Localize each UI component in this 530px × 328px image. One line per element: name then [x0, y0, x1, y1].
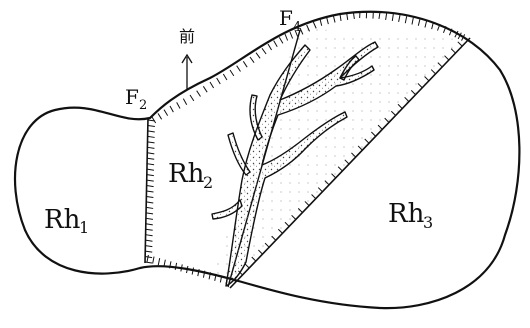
hatch-mark	[146, 224, 153, 225]
hatch-mark	[243, 61, 247, 67]
hatch-mark	[146, 207, 153, 208]
svg-text:Rh: Rh	[388, 199, 425, 229]
hatch-mark	[190, 95, 194, 101]
hatch-mark	[147, 180, 154, 181]
hatch-mark	[145, 257, 152, 258]
hatch-mark	[340, 14, 341, 21]
hatch-mark	[418, 19, 420, 26]
hatch-mark	[148, 125, 155, 126]
hatch-mark	[147, 147, 154, 148]
hatch-mark	[217, 78, 221, 84]
svg-text:2: 2	[203, 173, 213, 192]
label-f2: F 2	[125, 85, 147, 113]
label-rh1: Rh 1	[44, 205, 89, 237]
hatch-mark	[285, 34, 288, 40]
anterior-label: 前	[179, 27, 195, 46]
hatch-mark	[153, 257, 154, 264]
hatch-mark	[386, 13, 387, 20]
hatch-mark	[187, 266, 188, 273]
svg-text:3: 3	[423, 213, 433, 232]
hatch-mark	[237, 66, 241, 72]
hatch-mark	[146, 213, 153, 214]
hatch-mark	[175, 263, 176, 270]
hatch-mark	[147, 175, 154, 176]
hatch-mark	[145, 240, 152, 241]
svg-text:Rh: Rh	[168, 159, 205, 189]
hatch-mark	[327, 17, 329, 24]
svg-text:Rh: Rh	[44, 205, 81, 235]
hatch-mark	[262, 48, 266, 54]
hatch-mark	[181, 264, 182, 271]
hatch-mark	[197, 91, 201, 97]
hatch-mark	[177, 102, 180, 108]
hatch-mark	[392, 14, 393, 21]
hatch-mark	[210, 82, 214, 88]
hatch-mark	[256, 53, 260, 59]
hatch-mark	[279, 37, 283, 43]
hatch-mark	[146, 202, 153, 203]
hatch-mark	[250, 57, 254, 63]
hatch-mark	[145, 246, 152, 247]
hatch-mark	[148, 136, 155, 137]
hatch-mark	[170, 106, 173, 112]
anterior-arrow	[182, 55, 192, 90]
hatch-mark	[147, 191, 154, 192]
hatch-mark	[412, 18, 413, 25]
hatch-mark	[158, 258, 159, 265]
label-rh2: Rh 2	[168, 159, 213, 192]
hatch-mark	[333, 16, 335, 23]
hatch-mark	[230, 70, 234, 76]
hatch-mark	[268, 44, 272, 50]
hatch-mark	[147, 186, 154, 187]
svg-text:4: 4	[293, 20, 301, 35]
hatch-mark	[192, 268, 193, 275]
hatch-mark	[145, 262, 152, 263]
f2-boundary	[145, 118, 155, 263]
hatch-mark	[405, 16, 406, 23]
hatch-mark	[147, 255, 148, 262]
hatch-mark	[183, 99, 186, 105]
hatch-mark	[164, 110, 168, 116]
hatch-mark	[148, 142, 155, 143]
hatch-mark	[147, 153, 154, 154]
hatch-mark	[274, 41, 278, 47]
hatch-mark	[147, 169, 154, 170]
hatch-mark	[146, 196, 153, 197]
hatch-mark	[223, 74, 227, 80]
hatch-mark	[158, 113, 162, 119]
hatch-mark	[313, 22, 316, 28]
hatch-mark	[152, 117, 156, 123]
hatch-mark	[146, 235, 153, 236]
svg-text:F: F	[125, 85, 139, 109]
hatch-mark	[399, 15, 400, 22]
hatch-mark	[425, 21, 427, 28]
hatch-mark	[146, 229, 153, 230]
svg-text:F: F	[279, 6, 293, 30]
svg-text:1: 1	[79, 218, 89, 237]
hatch-mark	[146, 218, 153, 219]
svg-text:2: 2	[139, 98, 147, 113]
hatch-mark	[148, 131, 155, 132]
hatch-mark	[145, 251, 152, 252]
hatch-mark	[320, 19, 322, 26]
hatch-mark	[147, 158, 154, 159]
label-rh3: Rh 3	[388, 199, 433, 232]
hatch-mark	[147, 164, 154, 165]
hatch-mark	[203, 86, 207, 92]
